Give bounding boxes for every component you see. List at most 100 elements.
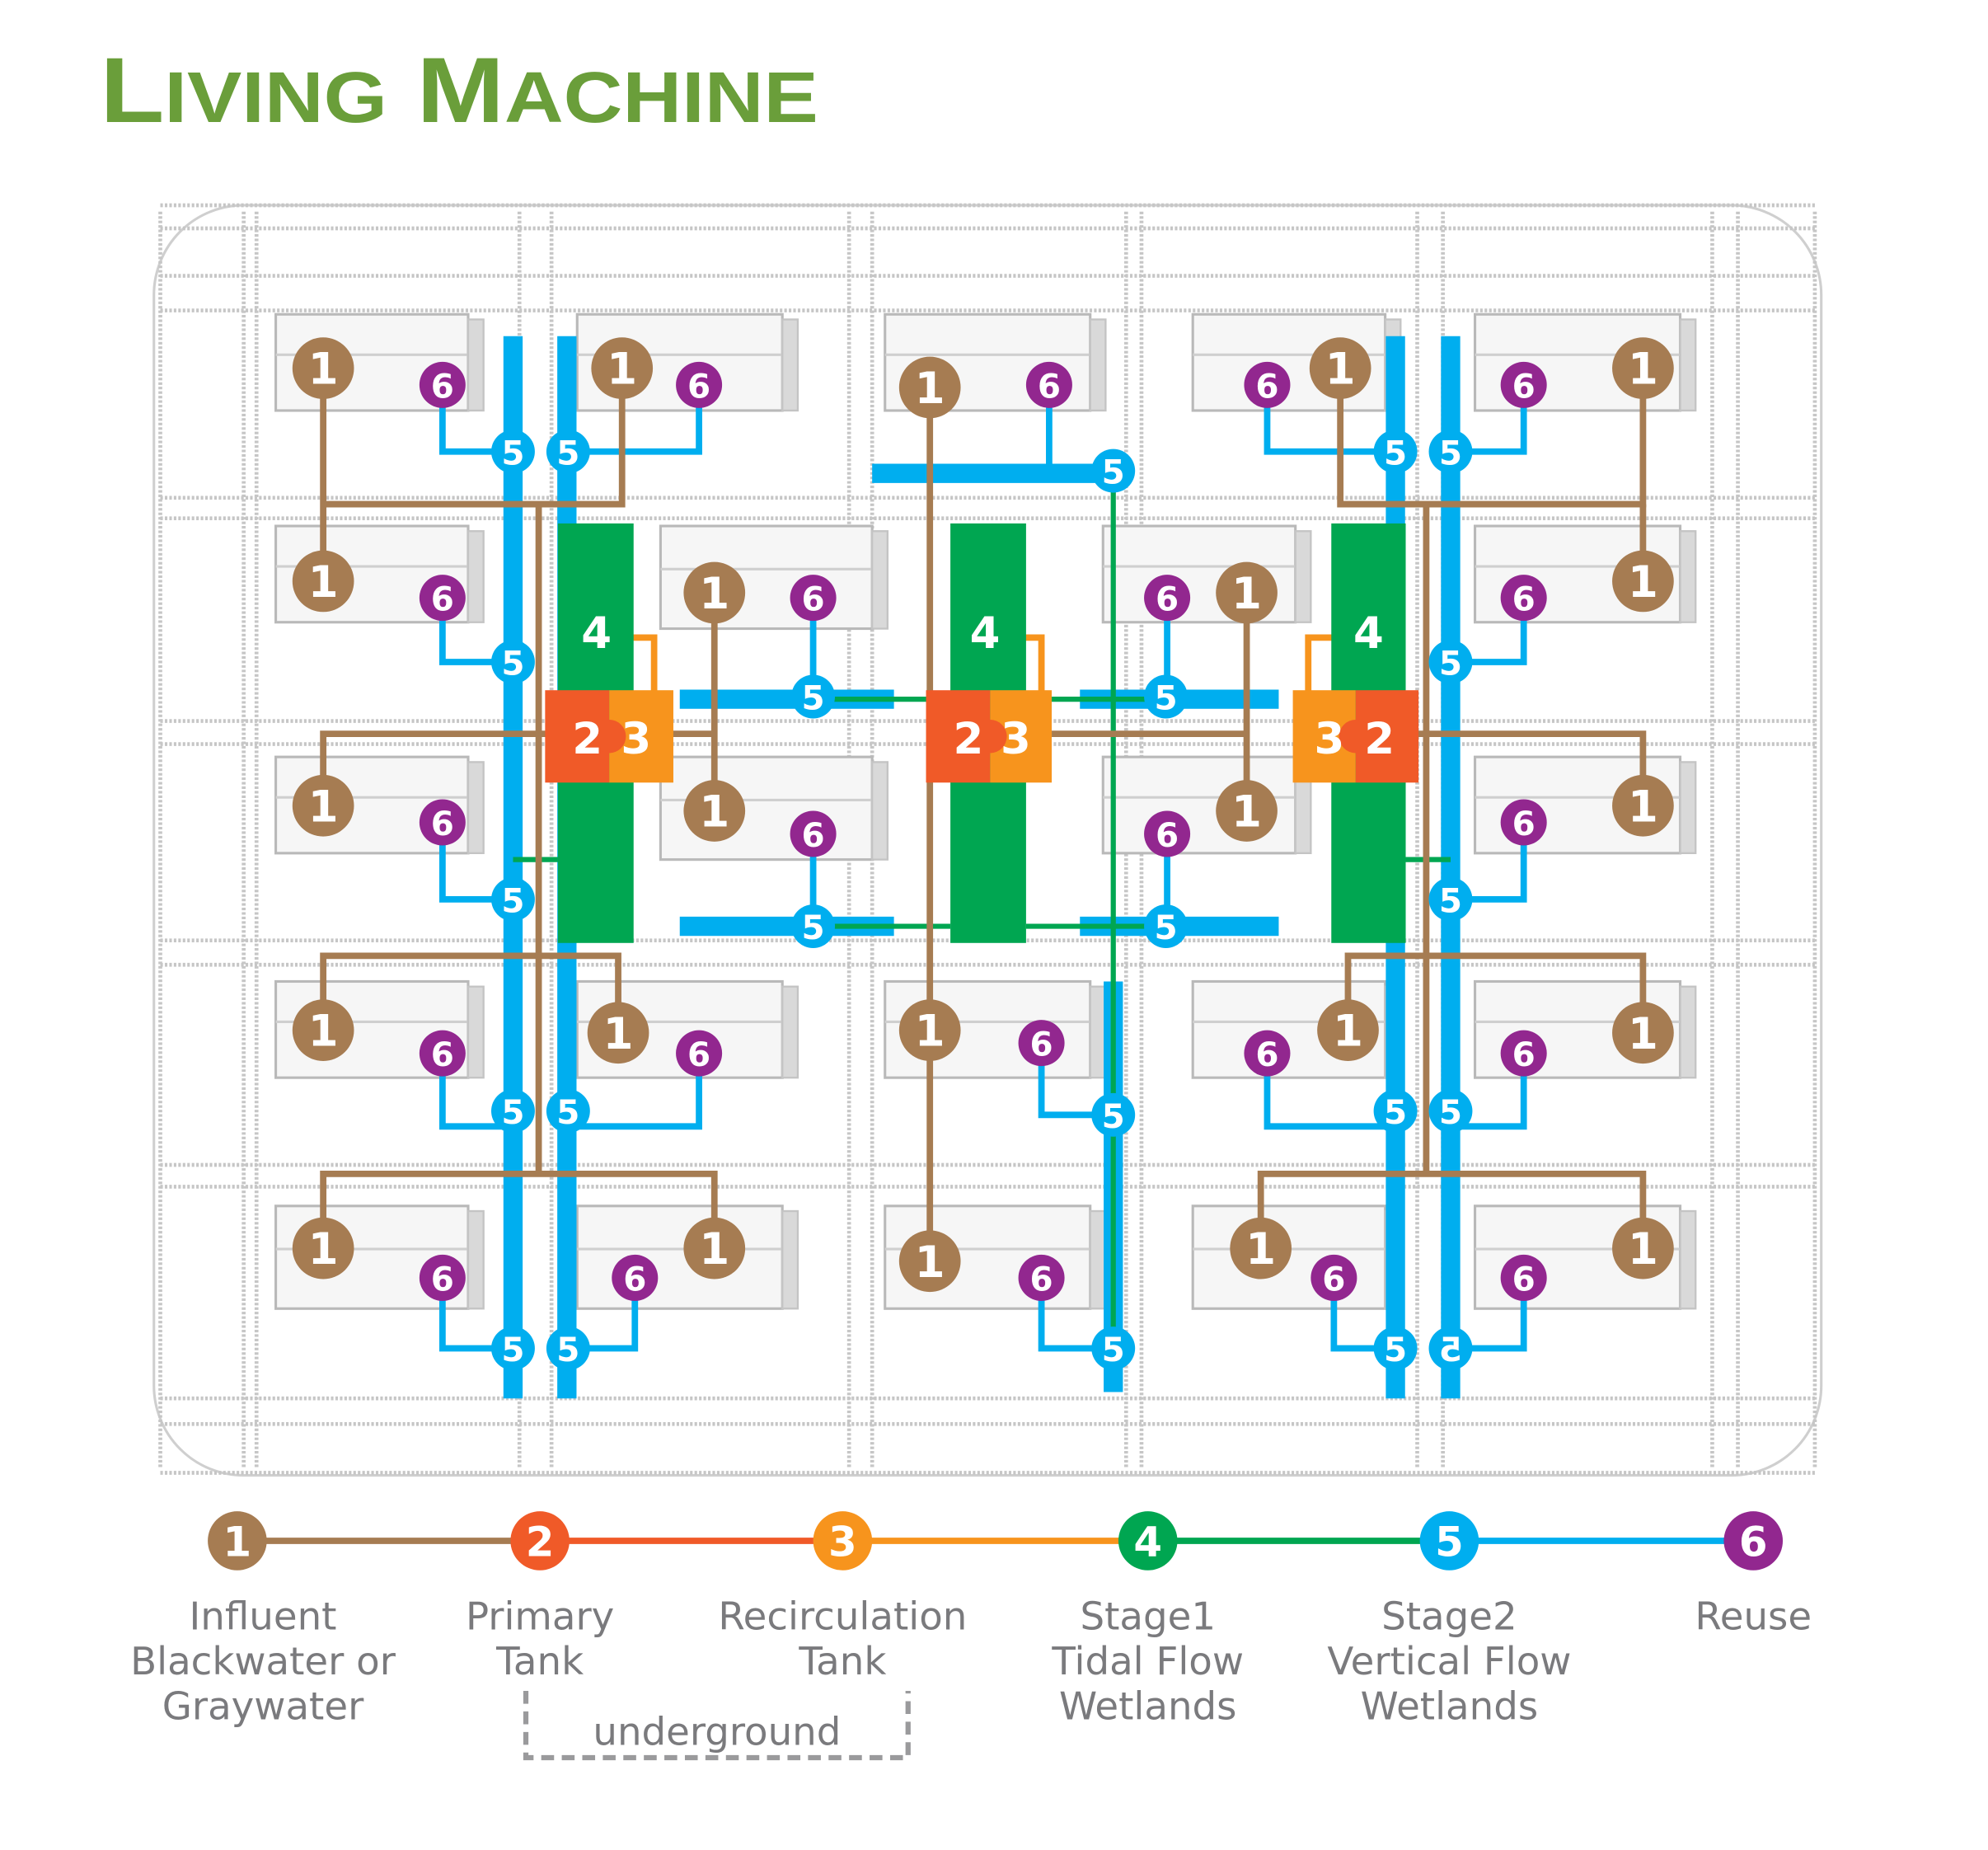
influent-node: 1 bbox=[591, 337, 654, 399]
building-side bbox=[781, 985, 799, 1079]
stage2-marker-label: 5 bbox=[802, 908, 825, 947]
stage2-node: 5 bbox=[1428, 877, 1473, 922]
reuse-marker bbox=[1244, 1030, 1291, 1077]
reuse-marker-label: 6 bbox=[1512, 580, 1536, 619]
influent-node: 1 bbox=[1216, 561, 1278, 624]
influent-marker bbox=[1216, 561, 1278, 624]
building-side bbox=[1679, 985, 1697, 1079]
building-side bbox=[467, 761, 485, 855]
stage2-marker-label: 5 bbox=[501, 1092, 524, 1132]
stage2-node: 5 bbox=[546, 430, 590, 474]
influent-marker bbox=[898, 1230, 961, 1293]
influent-marker-label: 1 bbox=[915, 1237, 945, 1288]
stage2-node: 5 bbox=[1428, 640, 1473, 684]
stage2-marker-label: 5 bbox=[1384, 1330, 1407, 1369]
legend-label: Graywater bbox=[162, 1684, 364, 1729]
influent-marker-label: 1 bbox=[603, 1009, 634, 1059]
influent-marker bbox=[1216, 780, 1278, 842]
reuse-marker bbox=[419, 799, 466, 846]
stage2-marker-label: 5 bbox=[501, 1330, 524, 1369]
reuse-node: 6 bbox=[1310, 1254, 1357, 1301]
stage2-marker bbox=[791, 674, 836, 719]
influent-node: 1 bbox=[1612, 1217, 1674, 1280]
reuse-marker bbox=[676, 1030, 723, 1077]
influent-node: 1 bbox=[1612, 1002, 1674, 1064]
building-side bbox=[1089, 1209, 1107, 1310]
influent-marker-label: 1 bbox=[308, 557, 339, 608]
influent-marker bbox=[292, 1217, 354, 1280]
influent-marker bbox=[1612, 1002, 1674, 1064]
stage2-node: 5 bbox=[1373, 430, 1418, 474]
legend-label: Recirculation bbox=[718, 1594, 967, 1639]
reuse-marker bbox=[419, 575, 466, 622]
stage2-marker bbox=[791, 904, 836, 949]
stage2-marker bbox=[490, 430, 535, 474]
reuse-legend-marker bbox=[1723, 1511, 1784, 1571]
influent-node: 1 bbox=[292, 550, 354, 613]
influent-marker bbox=[1612, 337, 1674, 399]
primary-label: 2 bbox=[1364, 714, 1395, 764]
influent-node: 1 bbox=[1230, 1217, 1292, 1280]
influent-pipe bbox=[1344, 952, 1647, 1033]
stage2-marker bbox=[490, 1326, 535, 1370]
stage2-node: 5 bbox=[490, 430, 535, 474]
building-side bbox=[781, 318, 799, 412]
stage2-marker bbox=[1428, 1326, 1473, 1370]
stage2-node: 5 bbox=[546, 1326, 590, 1370]
influent-marker-label: 1 bbox=[1628, 1224, 1658, 1275]
reuse-marker-label: 6 bbox=[431, 1035, 454, 1074]
reuse-node: 6 bbox=[419, 1254, 466, 1301]
influent-marker-label: 1 bbox=[915, 1007, 945, 1057]
building-side bbox=[467, 1209, 485, 1310]
stage2-marker-label: 5 bbox=[1154, 678, 1177, 718]
influent-marker-label: 1 bbox=[1231, 787, 1262, 838]
influent-marker-label: 1 bbox=[1628, 345, 1658, 395]
building-side bbox=[1089, 985, 1107, 1079]
influent-marker bbox=[898, 999, 961, 1061]
influent-marker-label: 1 bbox=[699, 787, 729, 838]
influent-marker-label: 1 bbox=[308, 1007, 339, 1057]
stage2-marker bbox=[1373, 430, 1418, 474]
stage2-node: 5 bbox=[1373, 1326, 1418, 1370]
reuse-connector-pipe bbox=[1038, 1043, 1114, 1119]
influent-node: 1 bbox=[898, 356, 961, 419]
reuse-marker-label: 6 bbox=[623, 1260, 646, 1299]
stage2-node: 5 bbox=[1373, 1089, 1418, 1134]
reuse-node: 6 bbox=[1244, 1030, 1291, 1077]
reuse-marker-label: 6 bbox=[1512, 1035, 1536, 1074]
stage2-node: 5 bbox=[546, 1089, 590, 1134]
stage2-marker-label: 5 bbox=[1384, 1092, 1407, 1132]
influent-node: 1 bbox=[683, 1217, 746, 1280]
stage2-node: 5 bbox=[1144, 674, 1188, 719]
influent-pipe bbox=[1337, 368, 1647, 508]
stage1-label: 4 bbox=[970, 608, 1001, 659]
reuse-marker-label: 6 bbox=[1512, 1260, 1536, 1299]
reuse-marker-label: 6 bbox=[802, 815, 825, 855]
reuse-marker bbox=[1500, 575, 1547, 622]
stage2-legend-marker bbox=[1419, 1511, 1479, 1571]
influent-marker-label: 1 bbox=[915, 364, 945, 414]
reuse-marker bbox=[1018, 1020, 1065, 1067]
stage2-node: 5 bbox=[1428, 430, 1473, 474]
reuse-marker bbox=[612, 1254, 659, 1301]
stage2-node: 5 bbox=[1091, 448, 1136, 493]
reuse-marker bbox=[1310, 1254, 1357, 1301]
building-side bbox=[1679, 1209, 1697, 1310]
reuse-node: 6 bbox=[419, 799, 466, 846]
influent-pipe bbox=[323, 368, 626, 508]
title-rest: ACHINE bbox=[504, 58, 818, 138]
reuse-node: 6 bbox=[1500, 799, 1547, 846]
influent-pipe bbox=[1257, 1171, 1647, 1249]
influent-marker bbox=[292, 337, 354, 399]
stage2-marker bbox=[546, 1326, 590, 1370]
stage2-marker-label: 5 bbox=[556, 1092, 579, 1132]
legend-number: 1 bbox=[223, 1519, 252, 1566]
building-side bbox=[781, 1209, 799, 1310]
influent-pipe bbox=[320, 952, 621, 1033]
stage2-marker-label: 5 bbox=[1439, 1330, 1462, 1369]
